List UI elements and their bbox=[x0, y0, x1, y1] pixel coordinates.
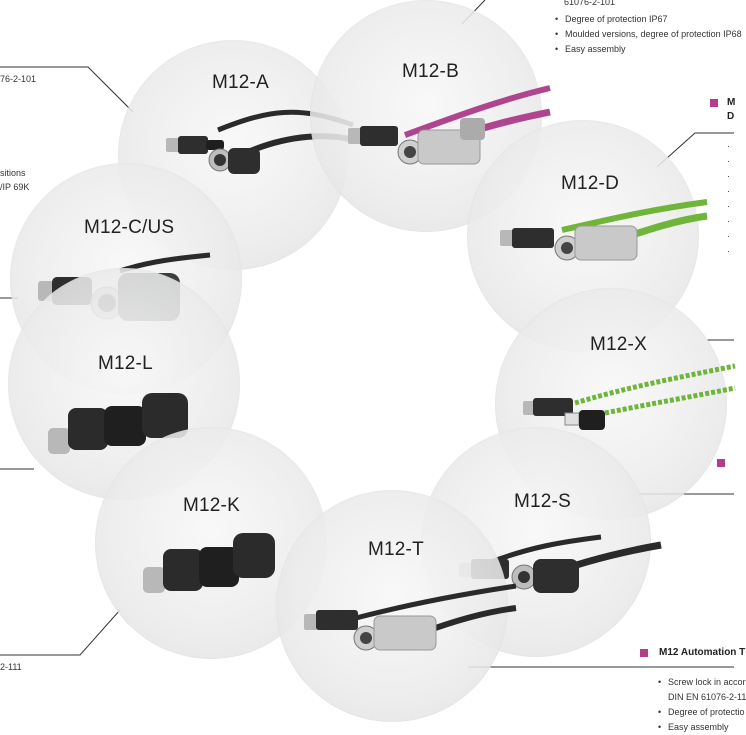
bullet-item: Easy assembly bbox=[555, 42, 742, 57]
bottom-right-bullets: Screw lock in accor DIN EN 61076-2-11 De… bbox=[658, 675, 746, 735]
right-heading-partial-1: M bbox=[727, 97, 736, 108]
title-m12-k: M12-K bbox=[183, 495, 240, 516]
left-fragment-top: 76-2-101 bbox=[0, 74, 37, 84]
right-partial-bullets: ········ bbox=[727, 141, 730, 256]
bullet-item: Easy assembly bbox=[658, 720, 746, 735]
left-fragment-bottom: 2-111 bbox=[0, 662, 22, 672]
bullet-item: Degree of protectio bbox=[658, 705, 746, 720]
bullet-item: Screw lock in accor bbox=[658, 675, 746, 690]
accent-square bbox=[717, 459, 725, 467]
title-m12-c-us: M12-C/US bbox=[84, 217, 175, 238]
left-fragment-mid-1: sitions bbox=[0, 168, 26, 178]
right-heading-partial-2: D bbox=[727, 111, 735, 122]
title-m12-t: M12-T bbox=[368, 539, 424, 560]
title-m12-x: M12-X bbox=[590, 334, 647, 355]
title-m12-a: M12-A bbox=[212, 72, 269, 93]
title-m12-d: M12-D bbox=[561, 173, 620, 194]
bottom-right-heading: M12 Automation T bbox=[659, 647, 746, 658]
title-m12-l: M12-L bbox=[98, 353, 153, 374]
top-right-partial-line: 61076-2-101 bbox=[564, 0, 616, 7]
bullet-item: Degree of protection IP67 bbox=[555, 12, 742, 27]
left-fragment-mid-2: /IP 69K bbox=[0, 182, 30, 192]
circle-m12-t bbox=[276, 490, 517, 722]
title-m12-s: M12-S bbox=[514, 491, 571, 512]
accent-square bbox=[710, 99, 718, 107]
accent-square bbox=[640, 649, 648, 657]
top-right-bullets: Degree of protection IP67 Moulded versio… bbox=[555, 12, 742, 57]
bullet-item-continuation: DIN EN 61076-2-11 bbox=[668, 692, 746, 702]
bullet-item: Moulded versions, degree of protection I… bbox=[555, 27, 742, 42]
title-m12-b: M12-B bbox=[402, 61, 459, 82]
